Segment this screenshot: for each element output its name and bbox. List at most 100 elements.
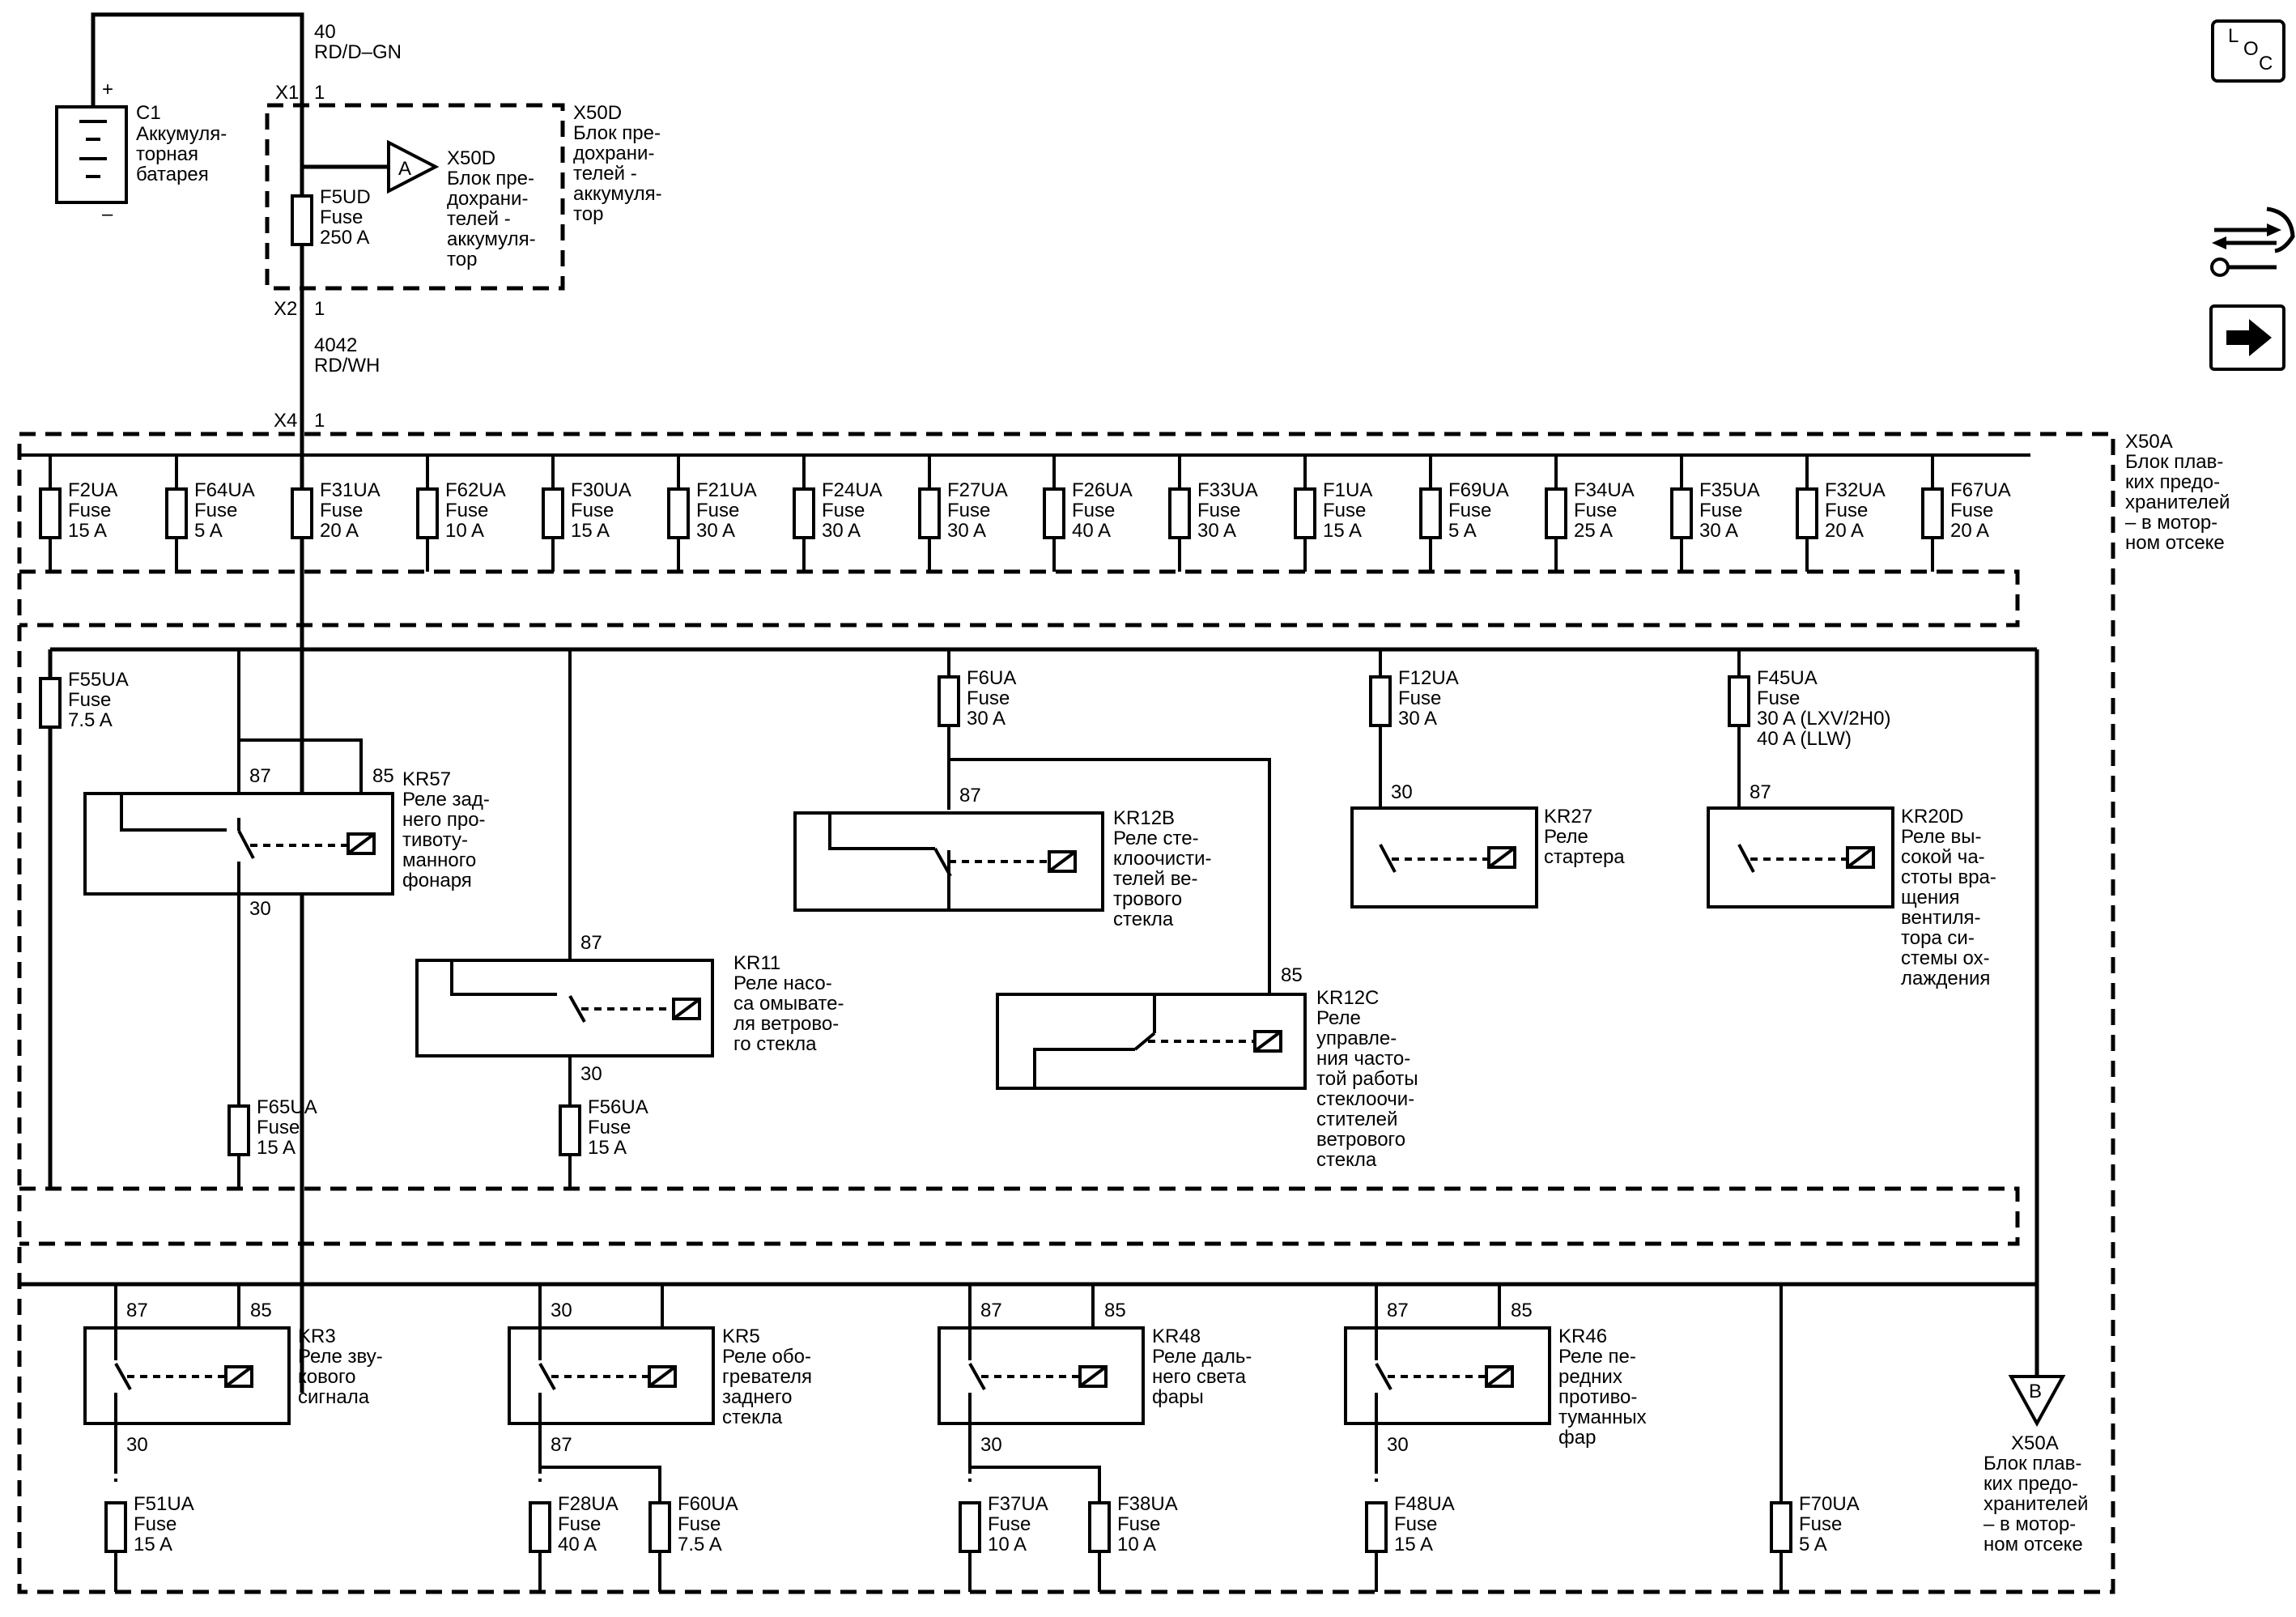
fuse-ref: F27UA [947, 479, 1008, 501]
offpage-b-letter: B [2029, 1381, 2042, 1402]
relay-desc-line: противо- [1558, 1386, 1637, 1408]
connector-x2: X2 [274, 298, 297, 320]
fuse-symbol [1728, 675, 1750, 727]
relay-desc-line: сигнала [298, 1386, 370, 1408]
fuse-symbol [39, 677, 62, 729]
offpage-a-desc-line: аккумуля- [447, 228, 536, 250]
fuse-rating: 30 A (LXV/2H0) [1757, 708, 1890, 730]
fuse-rating: 40 A [558, 1534, 597, 1555]
offpage-a-letter: A [398, 158, 411, 180]
fuse-type: Fuse [1799, 1513, 1842, 1535]
offpage-a-desc-line: Блок пре- [447, 168, 534, 189]
x50a-desc-line: хранителей [2125, 491, 2230, 513]
next-page-arrow-icon[interactable] [2209, 304, 2285, 371]
relay-desc-line: трового [1113, 888, 1182, 910]
pin-85: 85 [250, 1300, 272, 1321]
fuse-symbol [1043, 487, 1065, 539]
fuse-type: Fuse [1117, 1513, 1160, 1535]
pin-87: 87 [551, 1434, 572, 1456]
pin-87: 87 [980, 1300, 1002, 1321]
fuse-symbol [529, 1501, 551, 1553]
relay-desc-line: стеклоочи- [1316, 1088, 1414, 1110]
relay-desc-line: фар [1558, 1427, 1596, 1449]
battery-plus: + [102, 79, 113, 100]
fuse-ref: F38UA [1117, 1493, 1178, 1515]
fuse-rating: 15 A [588, 1137, 627, 1159]
fuse-type: Fuse [988, 1513, 1031, 1535]
fuse-symbol [416, 487, 439, 539]
fuse-ref: F2UA [68, 479, 117, 501]
offpage-b-desc-line: ном отсеке [1983, 1534, 2083, 1555]
relay-ref: KR11 [733, 952, 780, 974]
relay-desc-line: Реле [1544, 826, 1588, 848]
fuse-type: Fuse [571, 500, 614, 521]
fuse-type: Fuse [696, 500, 739, 521]
relay-desc-line: управле- [1316, 1028, 1397, 1049]
fuse-symbol [165, 487, 188, 539]
fuse-symbol [1365, 1501, 1388, 1553]
fuse-symbol [39, 487, 62, 539]
fuse-type: Fuse [1825, 500, 1868, 521]
offpage-a-desc-line: телей - [447, 208, 511, 230]
connector-x1: X1 [275, 82, 299, 104]
relay-desc-line: ля ветрово- [733, 1013, 839, 1035]
x50d-desc-line: дохрани- [573, 143, 654, 164]
pin-85: 85 [1104, 1300, 1126, 1321]
pin-30: 30 [1387, 1434, 1409, 1456]
fuse-rating: 20 A [1950, 520, 1989, 542]
loc-icon[interactable]: LOC [2211, 19, 2285, 83]
fuse-rating: 25 A [1574, 520, 1613, 542]
pin-85: 85 [1281, 964, 1303, 986]
x50a-desc-line: ном отсеке [2125, 532, 2225, 554]
fuse-type: Fuse [1448, 500, 1491, 521]
relay-desc-line: тивоту- [402, 829, 468, 851]
relay-body [83, 1326, 291, 1425]
relay-desc-line: Реле пе- [1558, 1346, 1636, 1368]
fuse-symbol [1770, 1501, 1792, 1553]
relay-desc-line: фонаря [402, 870, 472, 891]
relay-desc-line: са омывате- [733, 993, 844, 1015]
loc-letter: L [2228, 25, 2239, 47]
fuse-rating: 40 A (LLW) [1757, 728, 1852, 750]
connector-pin: 1 [314, 82, 325, 104]
fuse-rating: 7.5 A [68, 709, 113, 731]
fuse-type: Fuse [134, 1513, 176, 1535]
relay-desc-line: Реле зад- [402, 789, 490, 811]
battery-minus: – [102, 203, 113, 225]
fuse-symbol [1670, 487, 1693, 539]
loc-letter: C [2259, 53, 2273, 74]
x50d-desc-line: Блок пре- [573, 122, 661, 144]
fuse-rating: 15 A [571, 520, 610, 542]
x50a-ref: X50A [2125, 431, 2173, 453]
component-service-icon[interactable] [2210, 206, 2295, 277]
fuse-symbol [918, 487, 941, 539]
fuse-type: Fuse [1323, 500, 1366, 521]
fuse-ref: F33UA [1197, 479, 1258, 501]
pin-30: 30 [1391, 781, 1413, 803]
relay-desc-line: Реле [1316, 1007, 1361, 1029]
relay-desc-line: ния часто- [1316, 1048, 1410, 1070]
x50d-desc-line: аккумуля- [573, 183, 662, 205]
fuse-ref: F37UA [988, 1493, 1048, 1515]
